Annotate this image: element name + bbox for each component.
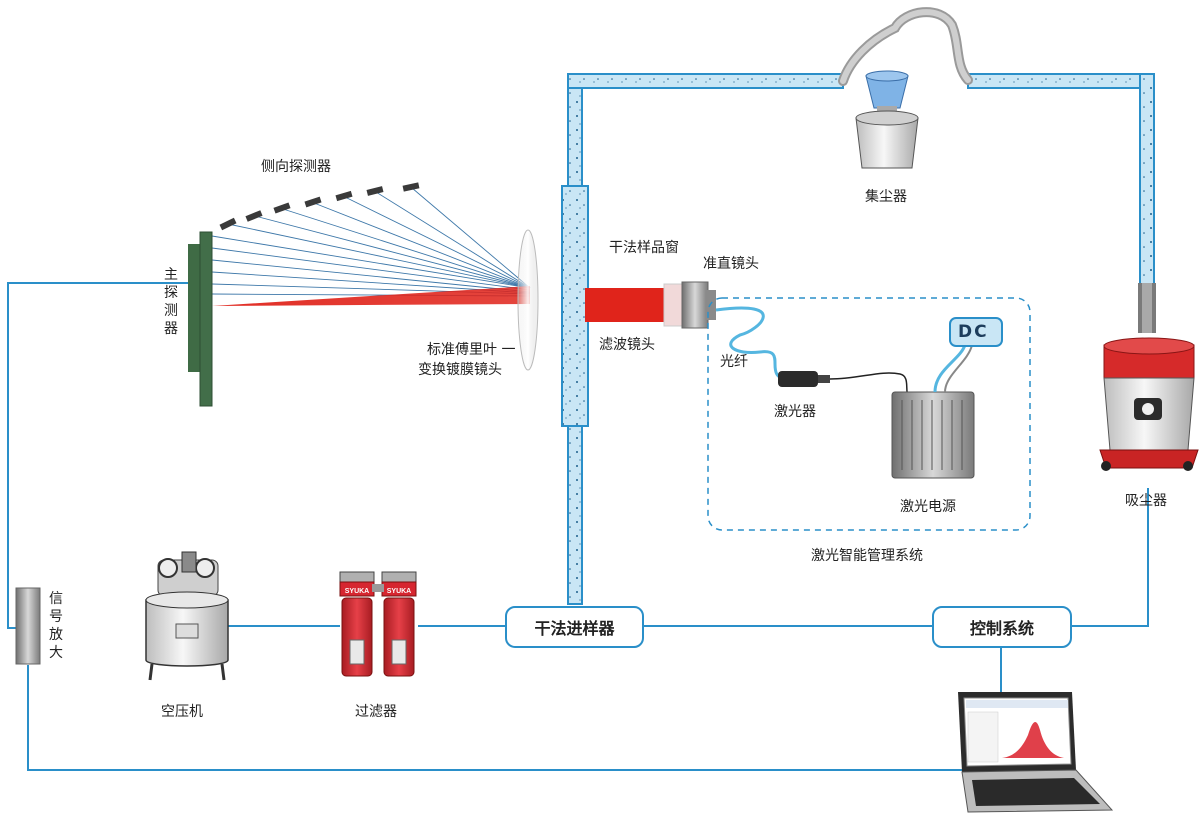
dry-feeder-box: 干法进样器 <box>505 606 644 648</box>
dc-badge <box>949 317 1003 347</box>
collimator-label: 准直镜头 <box>703 256 759 272</box>
fourier-lens-label-line2: 变换镀膜镜头 <box>418 362 502 378</box>
air-filter-right <box>381 571 417 677</box>
filter-brand-right: SYUKA <box>387 588 412 595</box>
main-detector-plate <box>199 231 213 407</box>
signal-amp-label: 信号放大 <box>49 591 63 661</box>
fiber-cable <box>715 306 791 382</box>
sample-window-label: 干法样品窗 <box>609 240 679 256</box>
air-filter-left <box>339 571 375 677</box>
dust-collector-label: 集尘器 <box>865 189 907 205</box>
laser-beam-focused <box>212 286 530 306</box>
signal-amplifier <box>15 587 41 665</box>
dust-collector <box>838 7 973 169</box>
main-detector-label: 主探测器 <box>164 267 178 337</box>
vacuum-label: 吸尘器 <box>1125 493 1167 509</box>
laser-system-box <box>707 297 1031 531</box>
laser-unit <box>778 371 909 397</box>
filter-lens-label: 滤波镜头 <box>599 337 655 353</box>
side-detector-beams <box>211 187 531 297</box>
laser-power-supply <box>891 344 975 479</box>
laptop <box>958 692 1114 813</box>
collimator-body <box>681 281 709 329</box>
filter-lens-body <box>663 283 685 327</box>
laser-beam <box>585 288 665 322</box>
laser-label: 激光器 <box>774 404 816 420</box>
fourier-lens-label-line1: 标准傅里叶 一 <box>427 342 516 358</box>
dc-label: DC <box>958 322 989 342</box>
filter-label: 过滤器 <box>355 704 397 720</box>
collimator-head <box>706 290 716 320</box>
fiber-label: 光纤 <box>720 354 748 370</box>
compressor-label: 空压机 <box>161 704 203 720</box>
main-detector <box>188 244 200 372</box>
fourier-lens <box>517 229 539 371</box>
laser-power-label: 激光电源 <box>900 499 956 515</box>
filter-brand-left: SYUKA <box>345 588 370 595</box>
vacuum-cleaner <box>1099 283 1199 471</box>
filter-connector <box>372 584 384 592</box>
control-system-box: 控制系统 <box>932 606 1072 648</box>
dust-pipes <box>561 73 1155 605</box>
laser-system-label: 激光智能管理系统 <box>811 548 923 564</box>
side-detectors-label: 侧向探测器 <box>261 159 331 175</box>
connection-lines <box>7 282 1149 771</box>
side-detector-array <box>219 182 420 231</box>
air-compressor <box>145 551 229 681</box>
